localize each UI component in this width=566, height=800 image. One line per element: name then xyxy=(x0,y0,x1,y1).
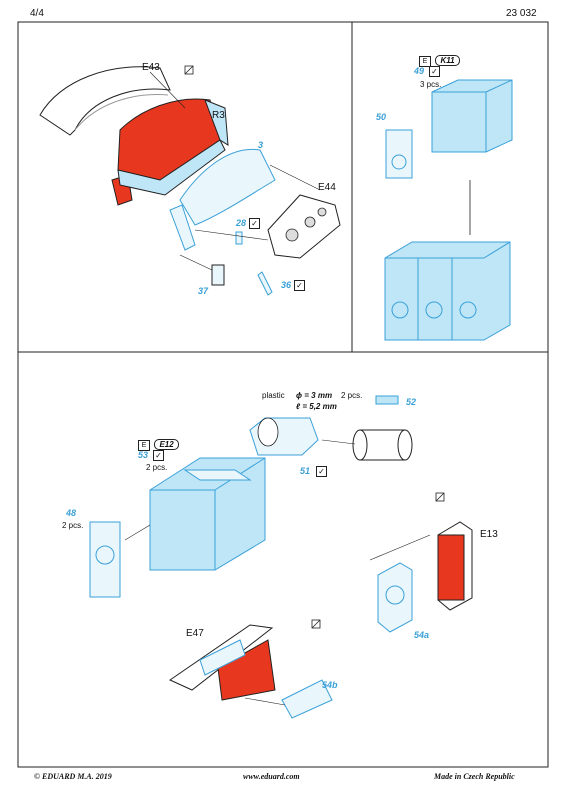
panel3-drawing xyxy=(89,395,473,719)
check-icon: ✓ xyxy=(249,218,260,229)
part-50: 50 xyxy=(376,112,387,122)
label-e13: E13 xyxy=(480,529,498,540)
radio-box-triple xyxy=(384,241,511,341)
label-e44: E44 xyxy=(318,182,336,193)
check-icon: ✓ xyxy=(429,66,440,77)
pe-faceplate-50 xyxy=(385,129,413,179)
part-52: 52 xyxy=(406,397,417,407)
badge-text: E12 xyxy=(154,439,179,450)
label-e43: E43 xyxy=(142,62,160,73)
part-51: 51 xyxy=(300,466,311,476)
qty-49: 3 pcs. xyxy=(420,80,442,89)
option-badge-e12: E E12 xyxy=(138,434,179,452)
part-48: 48 xyxy=(66,508,77,518)
pe-part-37 xyxy=(211,264,225,286)
part-49: 49 xyxy=(414,66,425,76)
label-e47: E47 xyxy=(186,628,204,639)
page-number: 4/4 xyxy=(30,8,44,19)
check-icon: ✓ xyxy=(316,466,327,477)
open-box xyxy=(149,457,266,571)
part-53: 53 xyxy=(138,450,149,460)
part-3: 3 xyxy=(258,140,264,150)
qty-48: 2 pcs. xyxy=(62,521,84,530)
part-28: 28 xyxy=(236,218,247,228)
panel2-drawing xyxy=(384,79,513,341)
qty-53: 2 pcs. xyxy=(146,463,168,472)
pe-panel-48 xyxy=(89,521,121,598)
pe-panel-54a xyxy=(377,562,413,633)
label-r3: R3 xyxy=(212,110,225,121)
part-36: 36 xyxy=(281,280,292,290)
instrument-back-e44 xyxy=(267,194,341,259)
website: www.eduard.com xyxy=(243,772,300,781)
pe-part-36 xyxy=(257,271,273,296)
panel1-drawing xyxy=(39,65,341,296)
copyright: © EDUARD M.A. 2019 xyxy=(34,772,112,781)
option-badge-k11: E K11 xyxy=(419,50,460,68)
dashboard-r3 xyxy=(117,98,221,181)
pe-panel-3 xyxy=(179,148,276,226)
made-in: Made in Czech Republic xyxy=(434,772,515,781)
diameter-label: ϕ = 3 mm xyxy=(296,391,333,400)
radio-box-single xyxy=(431,79,513,153)
check-icon: ✓ xyxy=(294,280,305,291)
part-37: 37 xyxy=(198,286,209,296)
set-code: 23 032 xyxy=(506,8,537,19)
pe-panel-54b xyxy=(281,679,333,719)
length-label: ℓ = 5,2 mm xyxy=(296,402,337,411)
part-54a: 54a xyxy=(414,630,430,640)
pe-part-28 xyxy=(235,231,243,245)
part-54b: 54b xyxy=(322,680,338,690)
shroud-e43 xyxy=(39,66,171,136)
plastic-label: plastic xyxy=(262,391,285,400)
check-icon: ✓ xyxy=(153,450,164,461)
pe-label-52 xyxy=(375,395,399,405)
badge-text: K11 xyxy=(435,55,460,66)
diameter-qty: 2 pcs. xyxy=(341,391,363,400)
